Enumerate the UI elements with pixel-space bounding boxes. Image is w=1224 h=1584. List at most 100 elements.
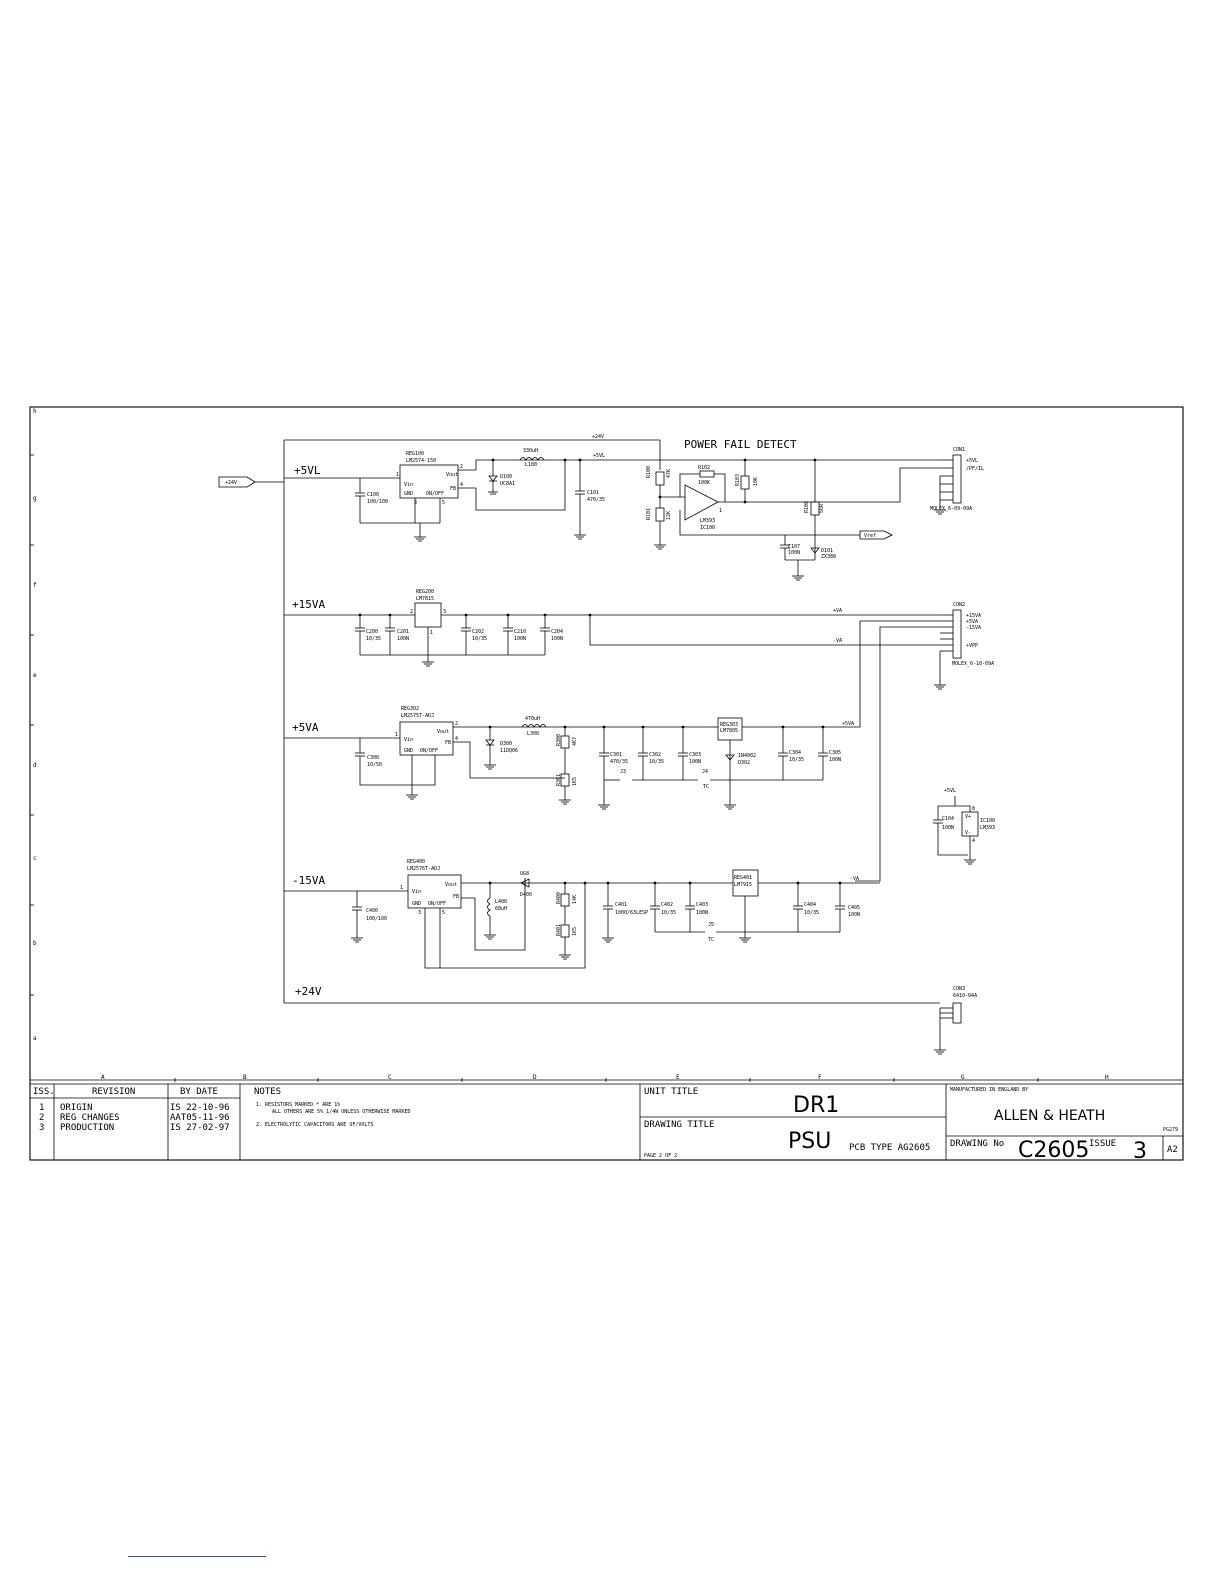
con1-part: MOLEX_6-09-09A <box>930 506 972 512</box>
c401-ref: C401 <box>615 902 627 908</box>
reg200-ref: REG200 <box>416 589 434 595</box>
c303-ref: C303 <box>689 752 701 758</box>
c300-val: 10/50 <box>367 762 382 768</box>
ic100b-vplus: V+ <box>965 814 971 820</box>
unit-title: DR1 <box>793 1093 839 1118</box>
c204-val: 100N <box>551 636 563 642</box>
svg-text:C: C <box>388 1074 392 1081</box>
reg302-ref: REG302 <box>401 706 419 712</box>
reg400-gnd: GND <box>412 901 421 907</box>
rev-1-bydate: IS 22-10-96 <box>170 1103 230 1113</box>
c301-ref: C301 <box>610 752 622 758</box>
c104-ref: C104 <box>942 816 954 822</box>
row-labels: h g f e d c b a <box>33 408 37 1042</box>
reg400-vin: Vin <box>412 889 421 895</box>
svg-text:H: H <box>1105 1074 1109 1081</box>
pcb-type: PCB TYPE AG2605 <box>849 1143 930 1153</box>
rev-3-bydate: IS 27-02-97 <box>170 1123 230 1133</box>
footer-link-underline[interactable] <box>128 1556 266 1557</box>
rail-24v-label: +24V <box>295 985 322 998</box>
j3-label: J3 <box>620 769 626 775</box>
c100-ref: C100 <box>367 492 379 498</box>
r101-val: 12K <box>666 511 672 520</box>
svg-text:D: D <box>533 1074 537 1081</box>
r108-ref: R108 <box>804 501 810 513</box>
c405-val: 100N <box>848 912 860 918</box>
c404-ref: C404 <box>804 902 816 908</box>
svg-text:g: g <box>33 495 37 502</box>
reg302-onoff: ON/OFF <box>420 748 438 754</box>
r101-ref: R101 <box>646 508 652 520</box>
svg-text:e: e <box>33 672 37 679</box>
r400-ref: R400 <box>556 892 562 904</box>
tc-label-m15va: TC <box>708 937 714 943</box>
con1-pin2: /PF/IL <box>966 466 984 472</box>
c100-val: 100/100 <box>367 499 388 505</box>
column-ticks <box>174 1078 1039 1082</box>
c405-ref: C405 <box>848 905 860 911</box>
c104-val: 100N <box>942 825 954 831</box>
power-fail-title: POWER FAIL DETECT <box>684 438 797 451</box>
reg400-fb: FB <box>453 894 459 900</box>
reg302-gnd: GND <box>404 748 413 754</box>
section-m15va <box>284 869 880 969</box>
reg400-p1: 1 <box>400 885 403 891</box>
reg100-p3: 3 <box>414 500 417 506</box>
c301-val: 470/35 <box>610 759 628 765</box>
reg100-p5: 5 <box>442 500 445 506</box>
unit-title-label: UNIT TITLE <box>644 1087 698 1097</box>
r102-ref: R102 <box>698 465 710 471</box>
ic100-pin1: 1 <box>719 508 722 514</box>
con1-ref: CON1 <box>953 447 965 453</box>
l100-ref: L100 <box>525 462 537 468</box>
d101-ref: D101 <box>821 548 833 554</box>
con2-pin4: +VPP <box>966 643 978 649</box>
reg100-box <box>399 464 459 499</box>
decoup-rail-label: +5VL <box>944 788 956 794</box>
section-15va <box>284 602 940 667</box>
rail-m15va-label: -15VA <box>292 874 325 887</box>
reg302-part: LM2575T-ADJ <box>401 713 434 719</box>
reg100-ref: REG100 <box>406 451 424 457</box>
rev-2-bydate: AAT05-11-96 <box>170 1113 230 1123</box>
r102-val: 100K <box>698 480 710 486</box>
bus-neg-va-label: -VA <box>833 638 842 644</box>
reg400-box <box>407 874 462 909</box>
svg-text:c: c <box>33 855 37 862</box>
reg400-p3: 3 <box>418 910 421 916</box>
section-decoupling <box>933 796 979 865</box>
c300-ref: C300 <box>367 755 379 761</box>
row-ticks <box>30 454 34 996</box>
l400-val: 68uH <box>495 906 507 912</box>
c201-val: 100N <box>397 636 409 642</box>
reg200-box <box>414 602 442 628</box>
con2-ref: CON2 <box>953 602 965 608</box>
vref-label: Vref <box>864 533 876 539</box>
c210-ref: C210 <box>514 629 526 635</box>
c202-ref: C202 <box>472 629 484 635</box>
reg303-part: LM7805 <box>720 728 738 734</box>
con2-part: MOLEX_6-10-09A <box>952 661 994 667</box>
drawing-title: PSU <box>788 1129 831 1154</box>
reg302-vout: Vout <box>437 729 449 735</box>
c400-ref: C400 <box>366 908 378 914</box>
drawing-number: C2605 <box>1018 1138 1089 1163</box>
reg100-vout: Vout <box>446 472 458 478</box>
ic100b-ref: IC100 <box>980 818 995 824</box>
iss-header: ISS. <box>33 1087 55 1097</box>
issue-label: ISSUE <box>1089 1139 1116 1149</box>
c404-val: 10/35 <box>804 910 819 916</box>
svg-text:f: f <box>33 582 37 589</box>
r100-ref: R100 <box>646 466 652 478</box>
reg401-ref: REG401 <box>734 875 752 881</box>
drawing-code: PG279 <box>1163 1127 1178 1133</box>
d302-val: 1N4002 <box>738 753 756 759</box>
d100-ref: D100 <box>500 474 512 480</box>
con3-ref: CON3 <box>953 986 965 992</box>
reg303-ref: REG303 <box>720 722 738 728</box>
con3-connector <box>934 1002 962 1055</box>
page-number: PAGE 2 OF 2 <box>644 1153 677 1159</box>
svg-text:d: d <box>33 762 37 769</box>
reg401-part: LM7915 <box>734 882 752 888</box>
con1-connector <box>934 454 962 515</box>
